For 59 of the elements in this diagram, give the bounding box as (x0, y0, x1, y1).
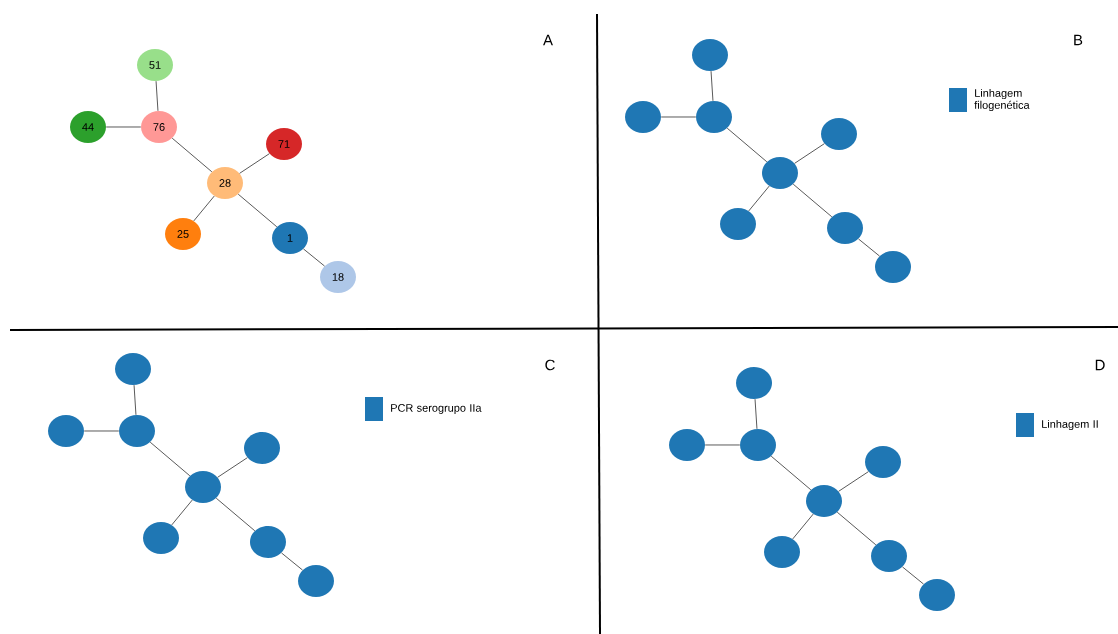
connector-line (792, 183, 833, 218)
node-ellipse (119, 415, 155, 447)
connector-line (302, 248, 326, 267)
node-ellipse (827, 212, 863, 244)
connector-line (239, 153, 270, 174)
panel-label: D (1095, 359, 1105, 371)
node-ellipse (244, 432, 280, 464)
node-ellipse (871, 540, 907, 572)
connector-line (792, 513, 814, 540)
connector-line (794, 143, 825, 164)
node-ellipse (48, 415, 84, 447)
connector-line (105, 126, 142, 128)
connector-line (155, 80, 159, 112)
connector-line (217, 457, 248, 478)
connector-line (838, 471, 869, 492)
node-ellipse (185, 471, 221, 503)
legend-label: PCR serogrupo IIa (391, 404, 482, 414)
node-ellipse (143, 522, 179, 554)
connector-line (748, 185, 770, 212)
node-ellipse (115, 353, 151, 385)
node-ellipse (762, 157, 798, 189)
connector-line (704, 444, 741, 446)
connector-line (171, 137, 213, 173)
connector-line (857, 238, 881, 257)
connector-line (770, 455, 812, 491)
connector-line (901, 566, 925, 585)
node-ellipse (865, 446, 901, 478)
connector-line (754, 398, 758, 430)
node-ellipse (696, 101, 732, 133)
connector-line (133, 384, 137, 416)
connector-line (193, 195, 215, 222)
node-ellipse (298, 565, 334, 597)
connector-line (237, 193, 278, 228)
node-ellipse (919, 579, 955, 611)
legend-label: Linhagem II (1042, 419, 1098, 431)
panel-label: B (1074, 34, 1083, 46)
connector-line (836, 511, 877, 546)
connector-line (171, 499, 193, 526)
node-ellipse (821, 118, 857, 150)
connector-line (710, 70, 714, 102)
node-ellipse (740, 429, 776, 461)
connector-line (726, 127, 768, 163)
connector-line (280, 552, 304, 571)
connector-line (215, 497, 256, 532)
node-ellipse (669, 429, 705, 461)
node-ellipse (806, 485, 842, 517)
connector-line (660, 116, 697, 118)
panel-label: A (543, 34, 553, 46)
node-ellipse (250, 526, 286, 558)
connector-line (83, 430, 120, 432)
node-ellipse (764, 536, 800, 568)
node-ellipse (736, 367, 772, 399)
legend-label: Linhagem filogenética (974, 88, 1030, 112)
panel-label: C (545, 359, 555, 371)
node-ellipse (625, 101, 661, 133)
connector-line (149, 441, 191, 477)
node-ellipse (875, 251, 911, 283)
node-ellipse (692, 39, 728, 71)
node-ellipse (720, 208, 756, 240)
